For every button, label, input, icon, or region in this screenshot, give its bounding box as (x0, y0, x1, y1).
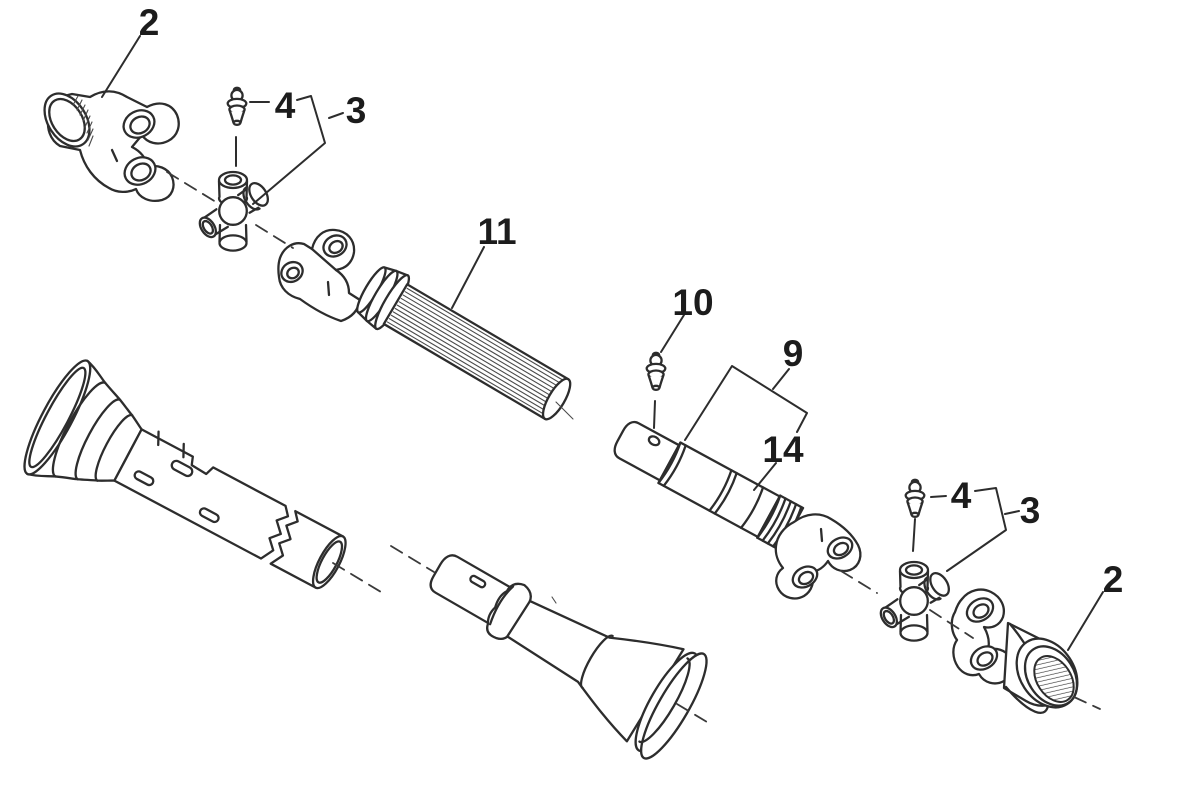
left-guard-bell-tube (23, 359, 347, 590)
upper-yoke-part-2 (43, 90, 180, 202)
callout-11: 11 (477, 211, 516, 252)
callout-2-lower: 2 (1103, 559, 1124, 600)
guard-tube-slot (170, 459, 194, 478)
tube-yoke-body (774, 513, 862, 600)
lower-yoke-part-2 (950, 588, 1079, 714)
callout-3-upper: 3 (346, 90, 367, 131)
callout-4-lower: 4 (951, 475, 972, 516)
callout-14: 14 (762, 429, 804, 470)
splined-shaft-end (541, 377, 572, 421)
grease-fitting-part-10 (645, 351, 667, 391)
tube-left-segment (613, 420, 681, 482)
upper-u-joint-cross-part-3 (194, 170, 273, 252)
upper-grease-fitting-part-4 (226, 86, 248, 126)
splined-bore (1033, 655, 1075, 703)
guard-tube (113, 428, 290, 560)
guard-cone-neck (506, 599, 685, 743)
assembly-axis-lines (166, 171, 1101, 723)
callout-3-lower: 3 (1020, 490, 1041, 531)
leader-lines (101, 35, 1104, 651)
callout-2-upper: 2 (139, 2, 160, 43)
guard-bell-lip (23, 359, 92, 476)
guard-tube-slot (133, 470, 155, 487)
lower-grease-fitting-part-4 (904, 478, 926, 518)
guard-tube-slot (198, 507, 220, 524)
callout-9: 9 (783, 333, 804, 374)
spline-lines (386, 287, 565, 415)
callout-4-upper: 4 (275, 85, 296, 126)
lower-u-joint-cross-part-3 (875, 560, 954, 642)
guard-cone-slot (469, 574, 487, 589)
splined-shaft-part-11 (277, 228, 574, 421)
tube-shaft-part-9 (613, 420, 862, 600)
sleeve-section-part-14 (708, 469, 765, 529)
callout-10: 10 (672, 282, 713, 323)
grease-hole (647, 435, 661, 447)
center-guard-cone (429, 554, 708, 760)
